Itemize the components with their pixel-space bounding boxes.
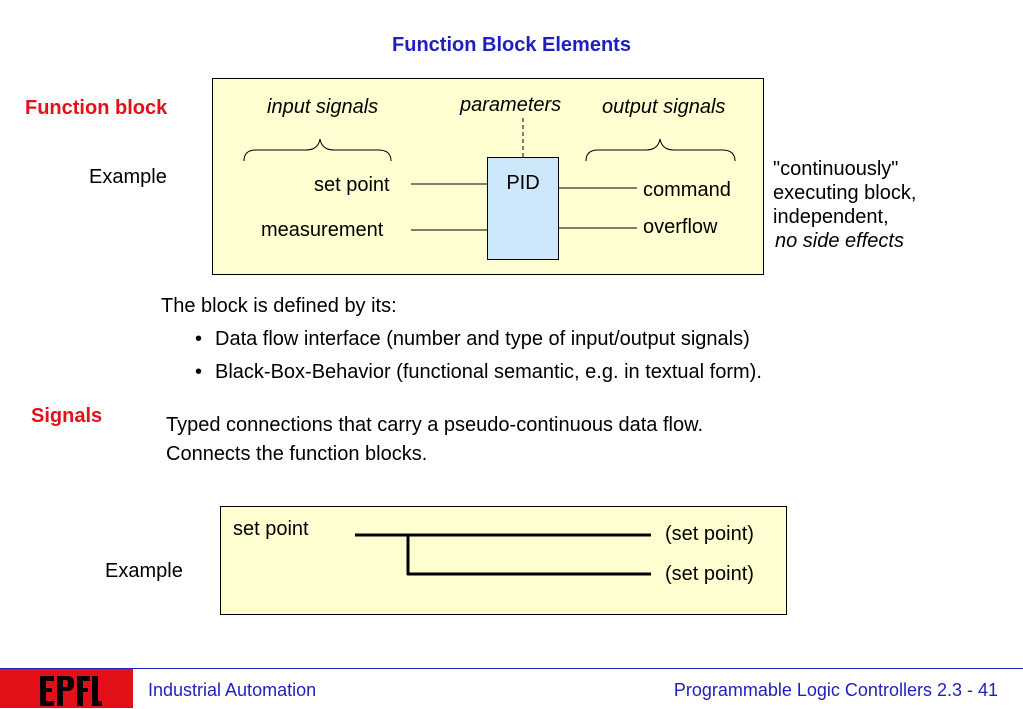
pid-block-label: PID — [506, 172, 540, 194]
signal-source-label: set point — [233, 518, 309, 540]
bullet-marker: • — [195, 361, 203, 383]
definition-bullet-1: • Data flow interface (number and type of… — [195, 328, 750, 351]
note-line-4: no side effects — [775, 230, 904, 252]
footer — [0, 668, 1023, 709]
signals-example-label: Example — [105, 560, 183, 582]
page-title: Function Block Elements — [392, 34, 631, 56]
signals-heading: Signals — [31, 405, 103, 427]
signals-description-line-2: Connects the function blocks. — [166, 443, 428, 465]
output-signals-brace — [585, 138, 736, 162]
signals-example-diagram — [220, 506, 787, 615]
function-block-example-label: Example — [89, 166, 167, 188]
definition-bullet-2: • Black-Box-Behavior (functional semantic… — [195, 361, 762, 384]
input-signals-brace — [243, 138, 392, 162]
signals-description-line-1: Typed connections that carry a pseudo-co… — [166, 414, 704, 436]
note-line-1: "continuously" — [773, 158, 899, 180]
input-set-point: set point — [314, 174, 390, 196]
output-command: command — [643, 179, 731, 201]
epfl-logo — [0, 669, 133, 708]
definition-bullet-2-text: Black-Box-Behavior (functional semantic,… — [215, 361, 762, 383]
note-line-2: executing block, — [773, 182, 917, 204]
input-signals-label: input signals — [267, 96, 379, 118]
input-measurement: measurement — [261, 219, 384, 241]
note-line-3: independent, — [773, 206, 889, 228]
output-signals-label: output signals — [602, 96, 726, 118]
definition-bullet-1-text: Data flow interface (number and type of … — [215, 328, 750, 350]
output-overflow: overflow — [643, 216, 718, 238]
footer-course-title: Industrial Automation — [148, 680, 317, 700]
definition-intro: The block is defined by its: — [161, 295, 397, 317]
parameters-label: parameters — [460, 94, 562, 116]
function-block-heading: Function block — [25, 97, 168, 119]
epfl-logo-mark — [40, 676, 102, 706]
bullet-marker: • — [195, 328, 203, 350]
footer-page-info: Programmable Logic Controllers 2.3 - 41 — [673, 680, 998, 700]
pid-block: PID — [487, 157, 559, 260]
signal-target-2: (set point) — [665, 563, 754, 585]
signal-target-1: (set point) — [665, 523, 754, 545]
